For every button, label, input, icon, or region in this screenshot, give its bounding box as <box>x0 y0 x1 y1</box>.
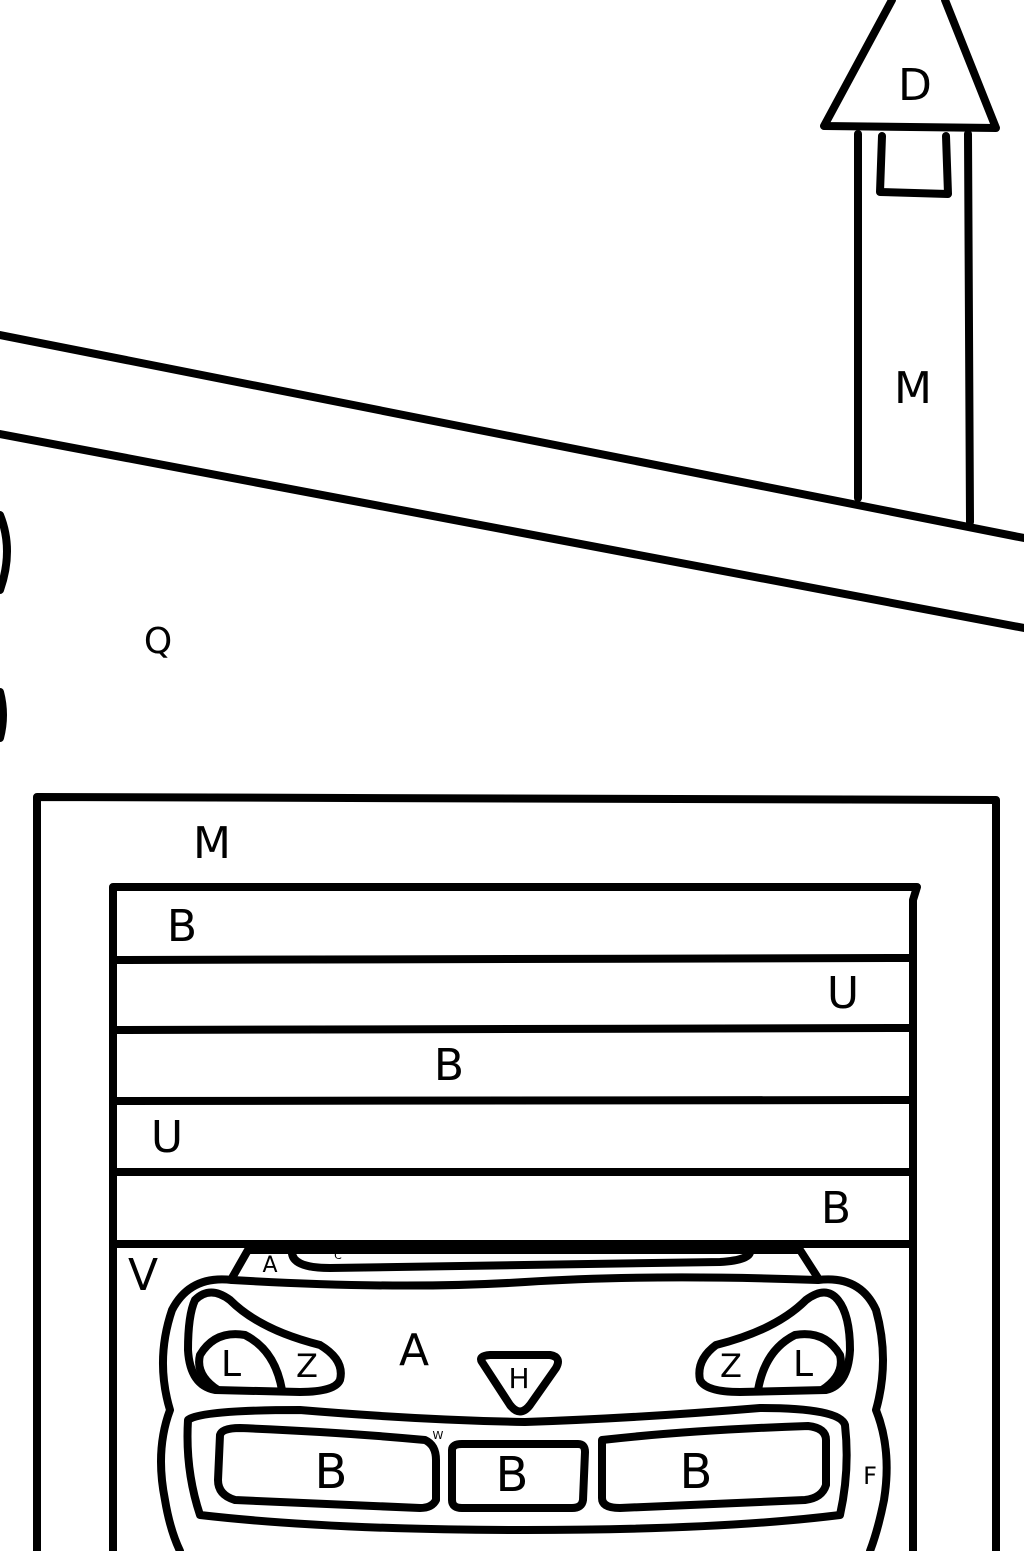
label-windshield: C <box>334 1249 342 1262</box>
left-round-shape <box>0 511 11 594</box>
headlight-right-inner <box>754 1330 845 1394</box>
label-fender: F <box>863 1462 877 1490</box>
chimney-cap <box>820 0 1000 132</box>
label-badge: H <box>508 1362 529 1395</box>
car-badge <box>477 1351 562 1416</box>
label-headlight-right: L <box>793 1344 813 1385</box>
label-windshield-edge: A <box>262 1253 277 1278</box>
grille-surround <box>183 1404 851 1534</box>
label-chimney-cap: D <box>898 60 932 111</box>
label-grille-left: B <box>315 1444 348 1500</box>
garage-frame <box>33 793 1000 1551</box>
label-headlight-left: L <box>221 1344 241 1385</box>
chimney-right <box>964 130 974 526</box>
car-roofline <box>228 1246 822 1282</box>
label-grille-trim: W <box>433 1429 444 1442</box>
car-body <box>157 1275 236 1551</box>
label-slat-1: B <box>167 901 197 952</box>
label-garage-interior: V <box>128 1250 158 1301</box>
left-round-shape-2 <box>0 688 7 742</box>
headlight-right-outline <box>695 1288 854 1396</box>
car-windshield <box>287 1246 755 1272</box>
label-grille-center: B <box>496 1447 529 1503</box>
grille-right <box>598 1422 830 1512</box>
garage-door <box>109 883 921 1551</box>
label-slat-3: B <box>434 1040 464 1091</box>
label-chimney: M <box>894 363 932 414</box>
label-grille-right: B <box>680 1444 713 1500</box>
roof-bottom-edge <box>0 430 1024 632</box>
label-wall: Q <box>144 621 172 662</box>
slat-line <box>109 1096 917 1105</box>
roof-top-edge <box>0 331 1024 542</box>
headlight-left-outline <box>184 1288 345 1396</box>
car-hood-line <box>228 1273 822 1290</box>
label-slat-5: B <box>821 1183 851 1234</box>
chimney-window <box>876 132 952 198</box>
label-indicator-left: Z <box>296 1347 318 1385</box>
grille-center <box>448 1440 589 1512</box>
label-slat-4: U <box>151 1112 183 1163</box>
car-body-right <box>814 1275 891 1551</box>
label-hood: A <box>399 1325 429 1376</box>
slat-line <box>109 954 917 964</box>
headlight-left-inner <box>195 1330 286 1394</box>
grille-left <box>214 1424 440 1512</box>
label-slat-2: U <box>827 968 859 1019</box>
label-frame: M <box>193 818 231 869</box>
label-indicator-right: Z <box>720 1347 742 1385</box>
slat-line <box>109 1024 917 1034</box>
